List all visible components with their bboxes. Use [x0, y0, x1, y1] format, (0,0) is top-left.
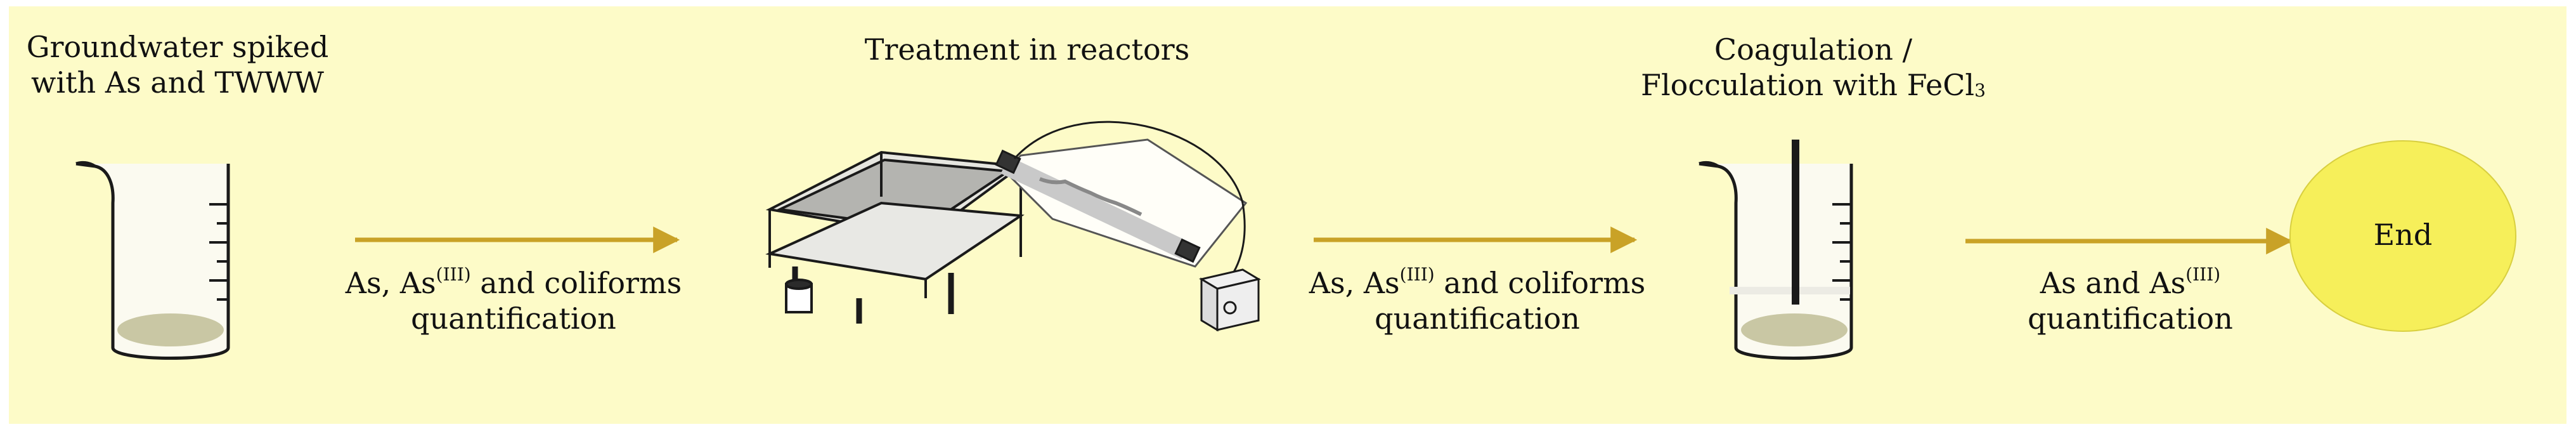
treatment-title: Treatment in reactors [864, 32, 1190, 67]
arrow-1-line1: As, As(III) and coliforms [345, 263, 682, 300]
groundwater-line2: with As and TWWW [31, 65, 324, 100]
diagram-background [9, 6, 2566, 424]
beaker-icon [75, 161, 230, 360]
arrow-1-line2: quantification [411, 301, 616, 336]
reactor-icon [765, 150, 1025, 324]
arrow-2-label: As, As(III) and coliforms quantification [1281, 265, 1674, 336]
arrow-3-line1: As and As(III) [2040, 263, 2221, 300]
beaker-stirrer-icon [1699, 140, 1853, 360]
end-node [2289, 140, 2516, 332]
arrow-1-label: As, As(III) and coliforms quantification [317, 265, 710, 336]
coagulation-line2: Flocculation with FeCl3 [1641, 68, 1986, 102]
uv-tube-icon [995, 121, 1261, 332]
coagulation-line1: Coagulation / [1714, 32, 1913, 67]
arrow-3-line2: quantification [2028, 301, 2233, 336]
groundwater-line1: Groundwater spiked [26, 30, 329, 64]
arrow-2-line2: quantification [1375, 301, 1580, 336]
coagulation-label: Coagulation / Flocculation with FeCl3 [1623, 32, 2003, 103]
end-label: End [2373, 218, 2433, 252]
groundwater-label: Groundwater spiked with As and TWWW [25, 29, 330, 100]
arrow-2-line1: As, As(III) and coliforms [1309, 263, 1646, 300]
arrow-3-label: As and As(III) quantification [1965, 265, 2295, 336]
treatment-label: Treatment in reactors [824, 32, 1230, 67]
